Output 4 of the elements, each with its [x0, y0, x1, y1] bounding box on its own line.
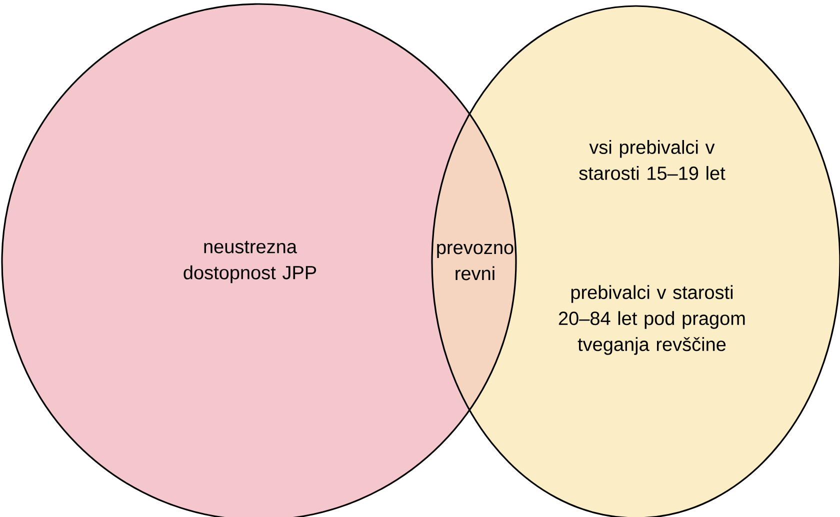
- label: prevozno revni: [437, 244, 514, 280]
- label: prebivalci v starosti 20–84 let pod pragom tveganja revščine: [558, 285, 745, 355]
- label: neustrezna dostopnost JPP: [184, 240, 316, 284]
- label: vsi prebivalci v starosti 15–19 let: [579, 140, 726, 180]
